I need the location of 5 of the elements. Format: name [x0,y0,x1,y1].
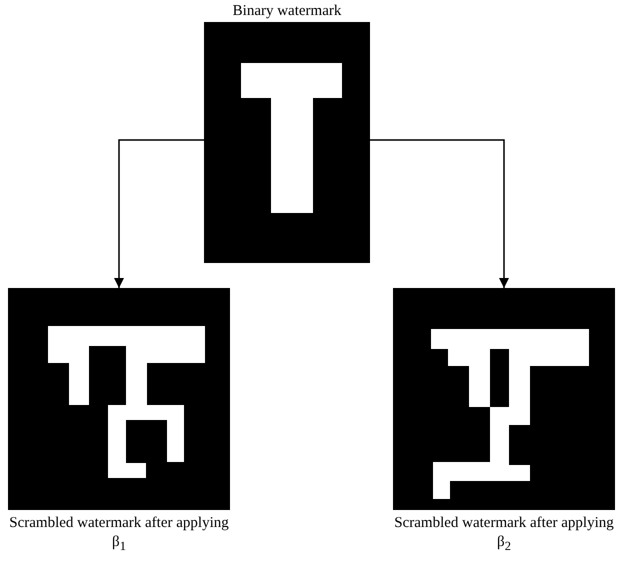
arrow [370,139,509,288]
image-caption: Binary watermark [232,2,342,21]
arrow [114,139,204,288]
image-caption: Scrambled watermark after applying β$_{1}$ [8,514,230,555]
image-caption: Scrambled watermark after applying β$_{2}$ [393,514,615,555]
